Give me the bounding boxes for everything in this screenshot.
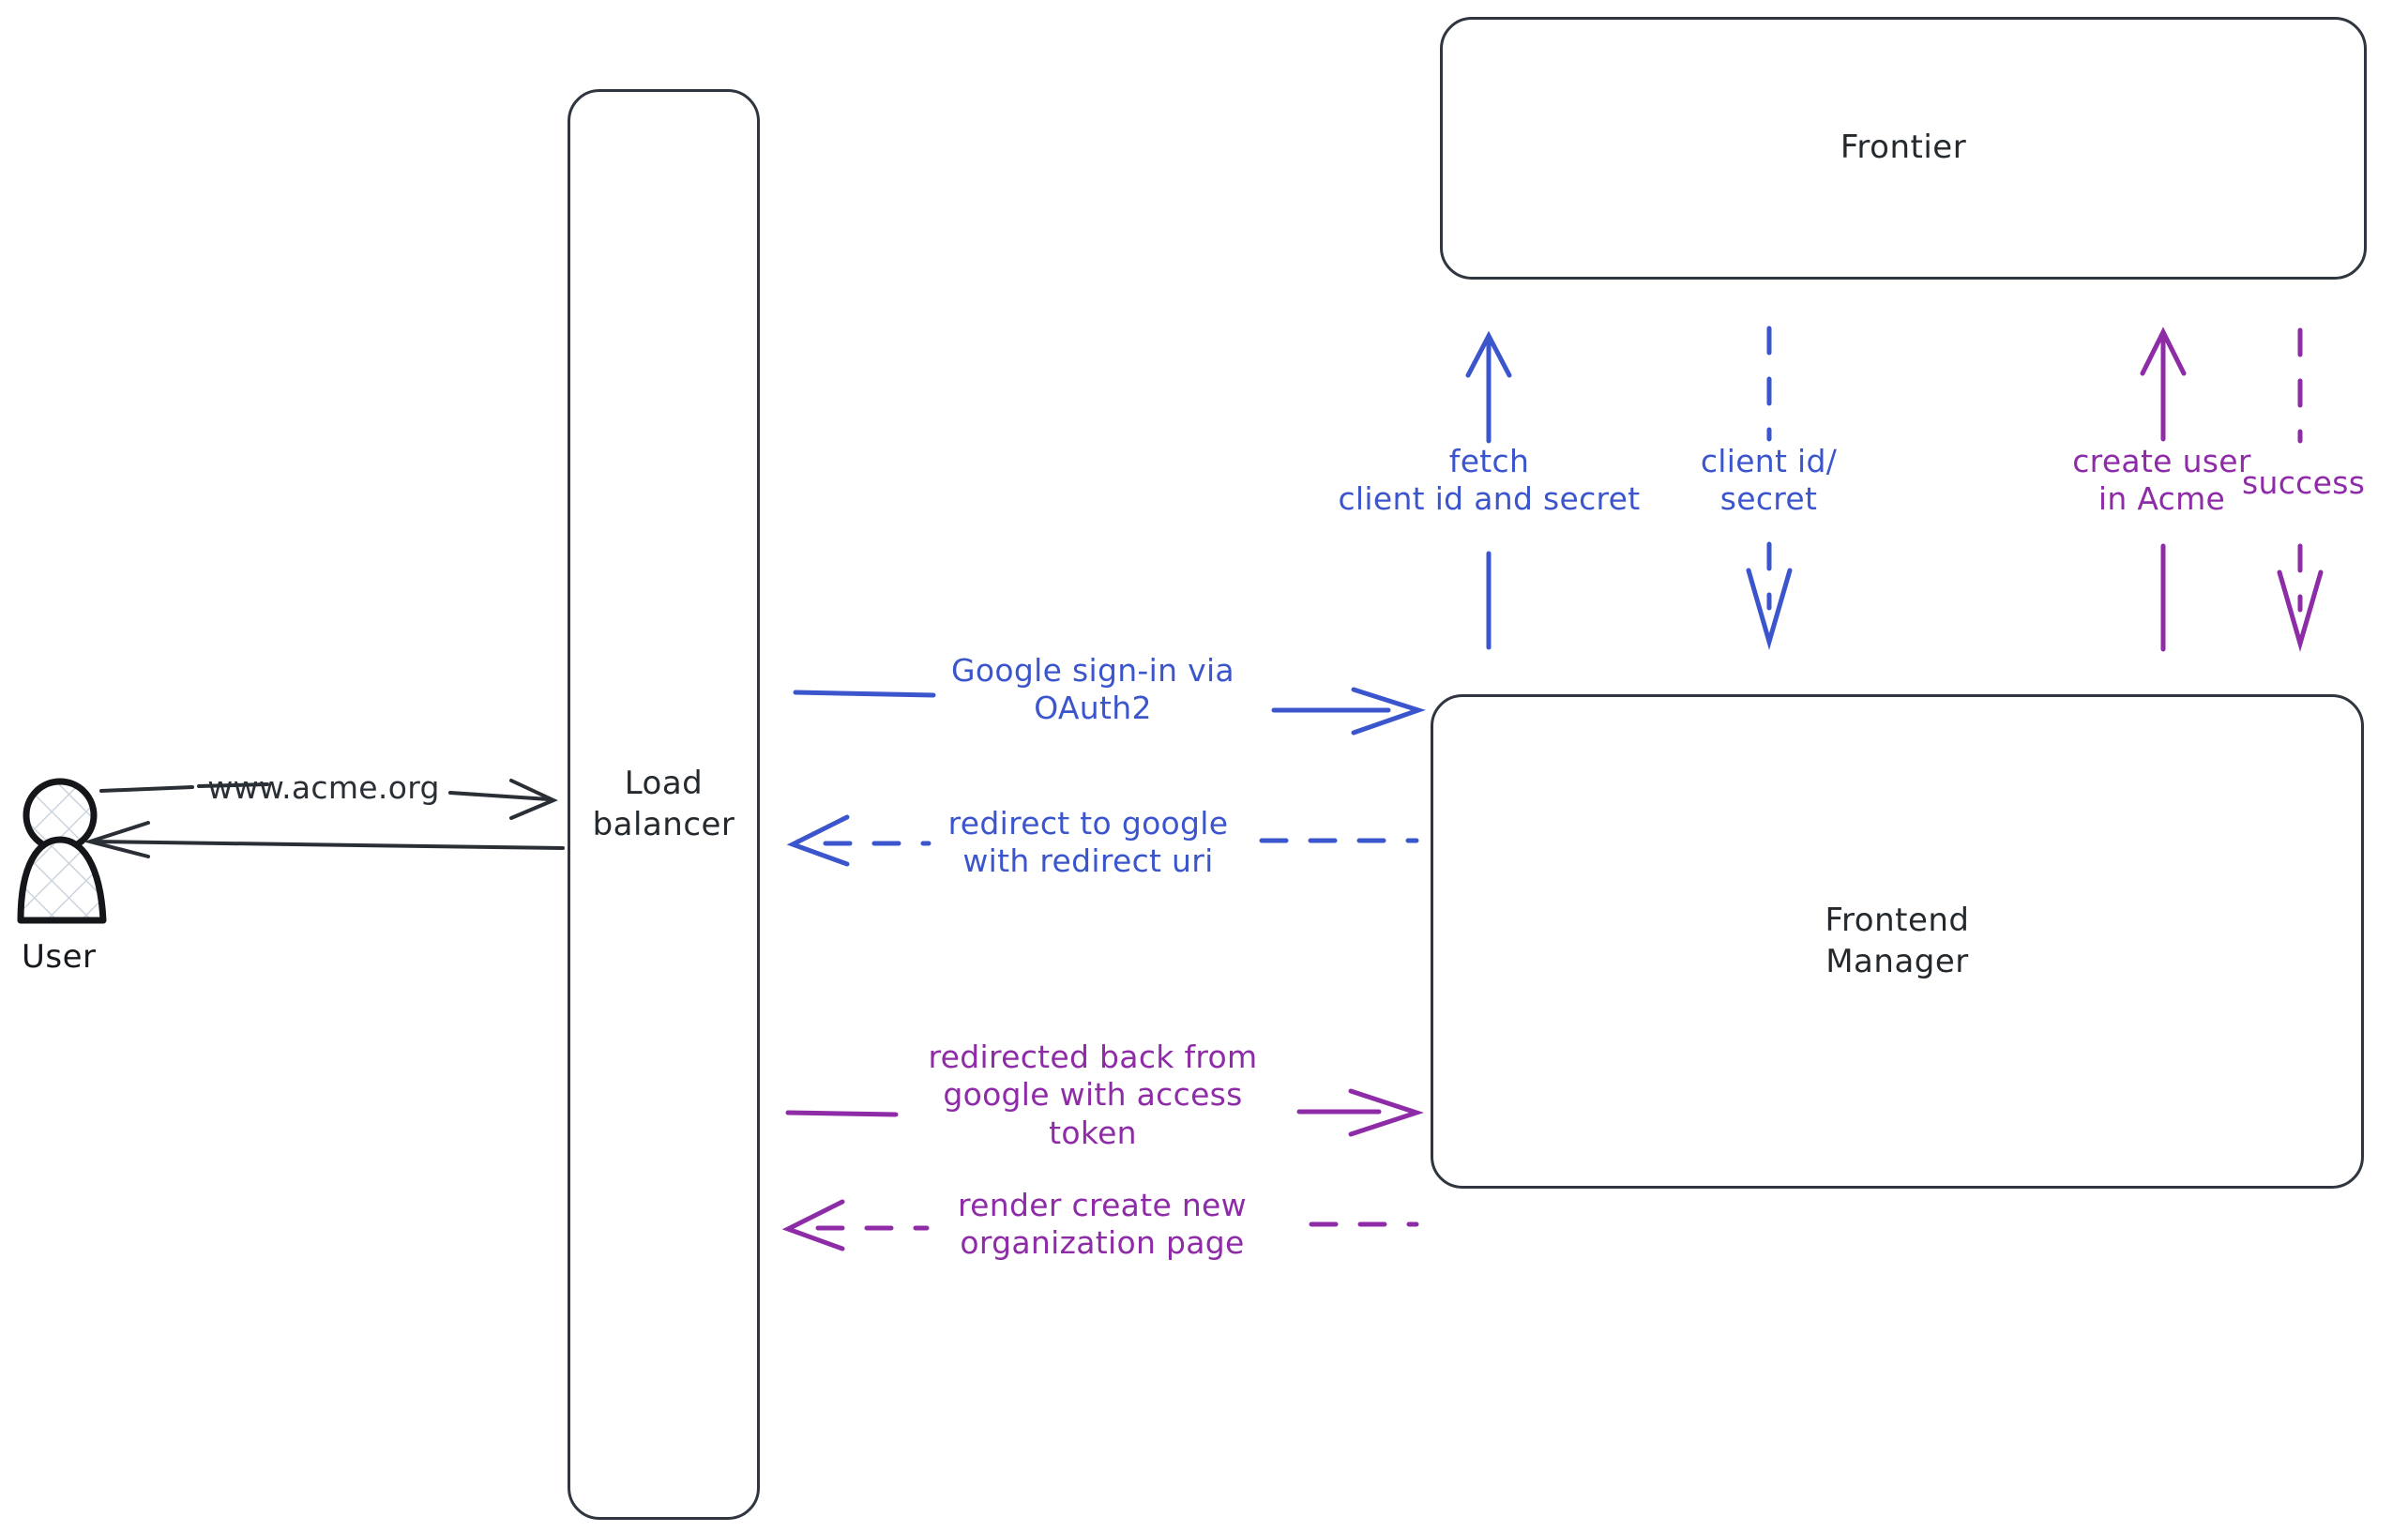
edge-lb-to-user xyxy=(83,821,565,858)
edge-label-fm-to-lb-render: render create new organization page xyxy=(958,1187,1247,1262)
edge-fm-to-lb-render xyxy=(781,1199,1419,1251)
user-person-icon xyxy=(17,778,107,924)
edge-label-fm-to-frontier-create-user: create user in Acme xyxy=(2072,443,2251,518)
edge-label-frontier-to-fm-success: success xyxy=(2242,464,2366,501)
edge-label-lb-to-fm-signin: Google sign-in via OAuth2 xyxy=(951,652,1234,727)
node-load-balancer[interactable]: Load balancer xyxy=(568,89,760,1520)
node-frontier-label: Frontier xyxy=(1840,129,1967,167)
edge-label-lb-to-fm-token: redirected back from google with access … xyxy=(928,1039,1258,1151)
node-frontend-manager-label: Frontend Manager xyxy=(1825,901,1970,980)
edge-frontier-to-fm-creds xyxy=(1746,326,1793,650)
node-load-balancer-label: Load balancer xyxy=(592,764,735,843)
edge-user-to-lb xyxy=(99,779,558,820)
edge-label-fm-to-frontier-fetch: fetch client id and secret xyxy=(1338,443,1641,518)
actor-user-caption: User xyxy=(22,938,97,976)
edge-label-user-to-lb: www.acme.org xyxy=(207,769,440,806)
edge-lb-to-fm-signin xyxy=(793,687,1426,736)
edge-fm-to-lb-redirect xyxy=(786,814,1419,867)
edge-label-fm-to-lb-redirect: redirect to google with redirect uri xyxy=(947,805,1229,880)
edge-lb-to-fm-token xyxy=(785,1088,1425,1137)
edge-fm-to-frontier-create-user xyxy=(2140,326,2187,652)
node-frontier[interactable]: Frontier xyxy=(1440,17,2367,280)
node-frontend-manager[interactable]: Frontend Manager xyxy=(1431,694,2364,1189)
edge-label-frontier-to-fm-creds: client id/ secret xyxy=(1700,443,1838,518)
edge-fm-to-frontier-fetch xyxy=(1465,330,1512,650)
edge-frontier-to-fm-success xyxy=(2277,327,2324,652)
